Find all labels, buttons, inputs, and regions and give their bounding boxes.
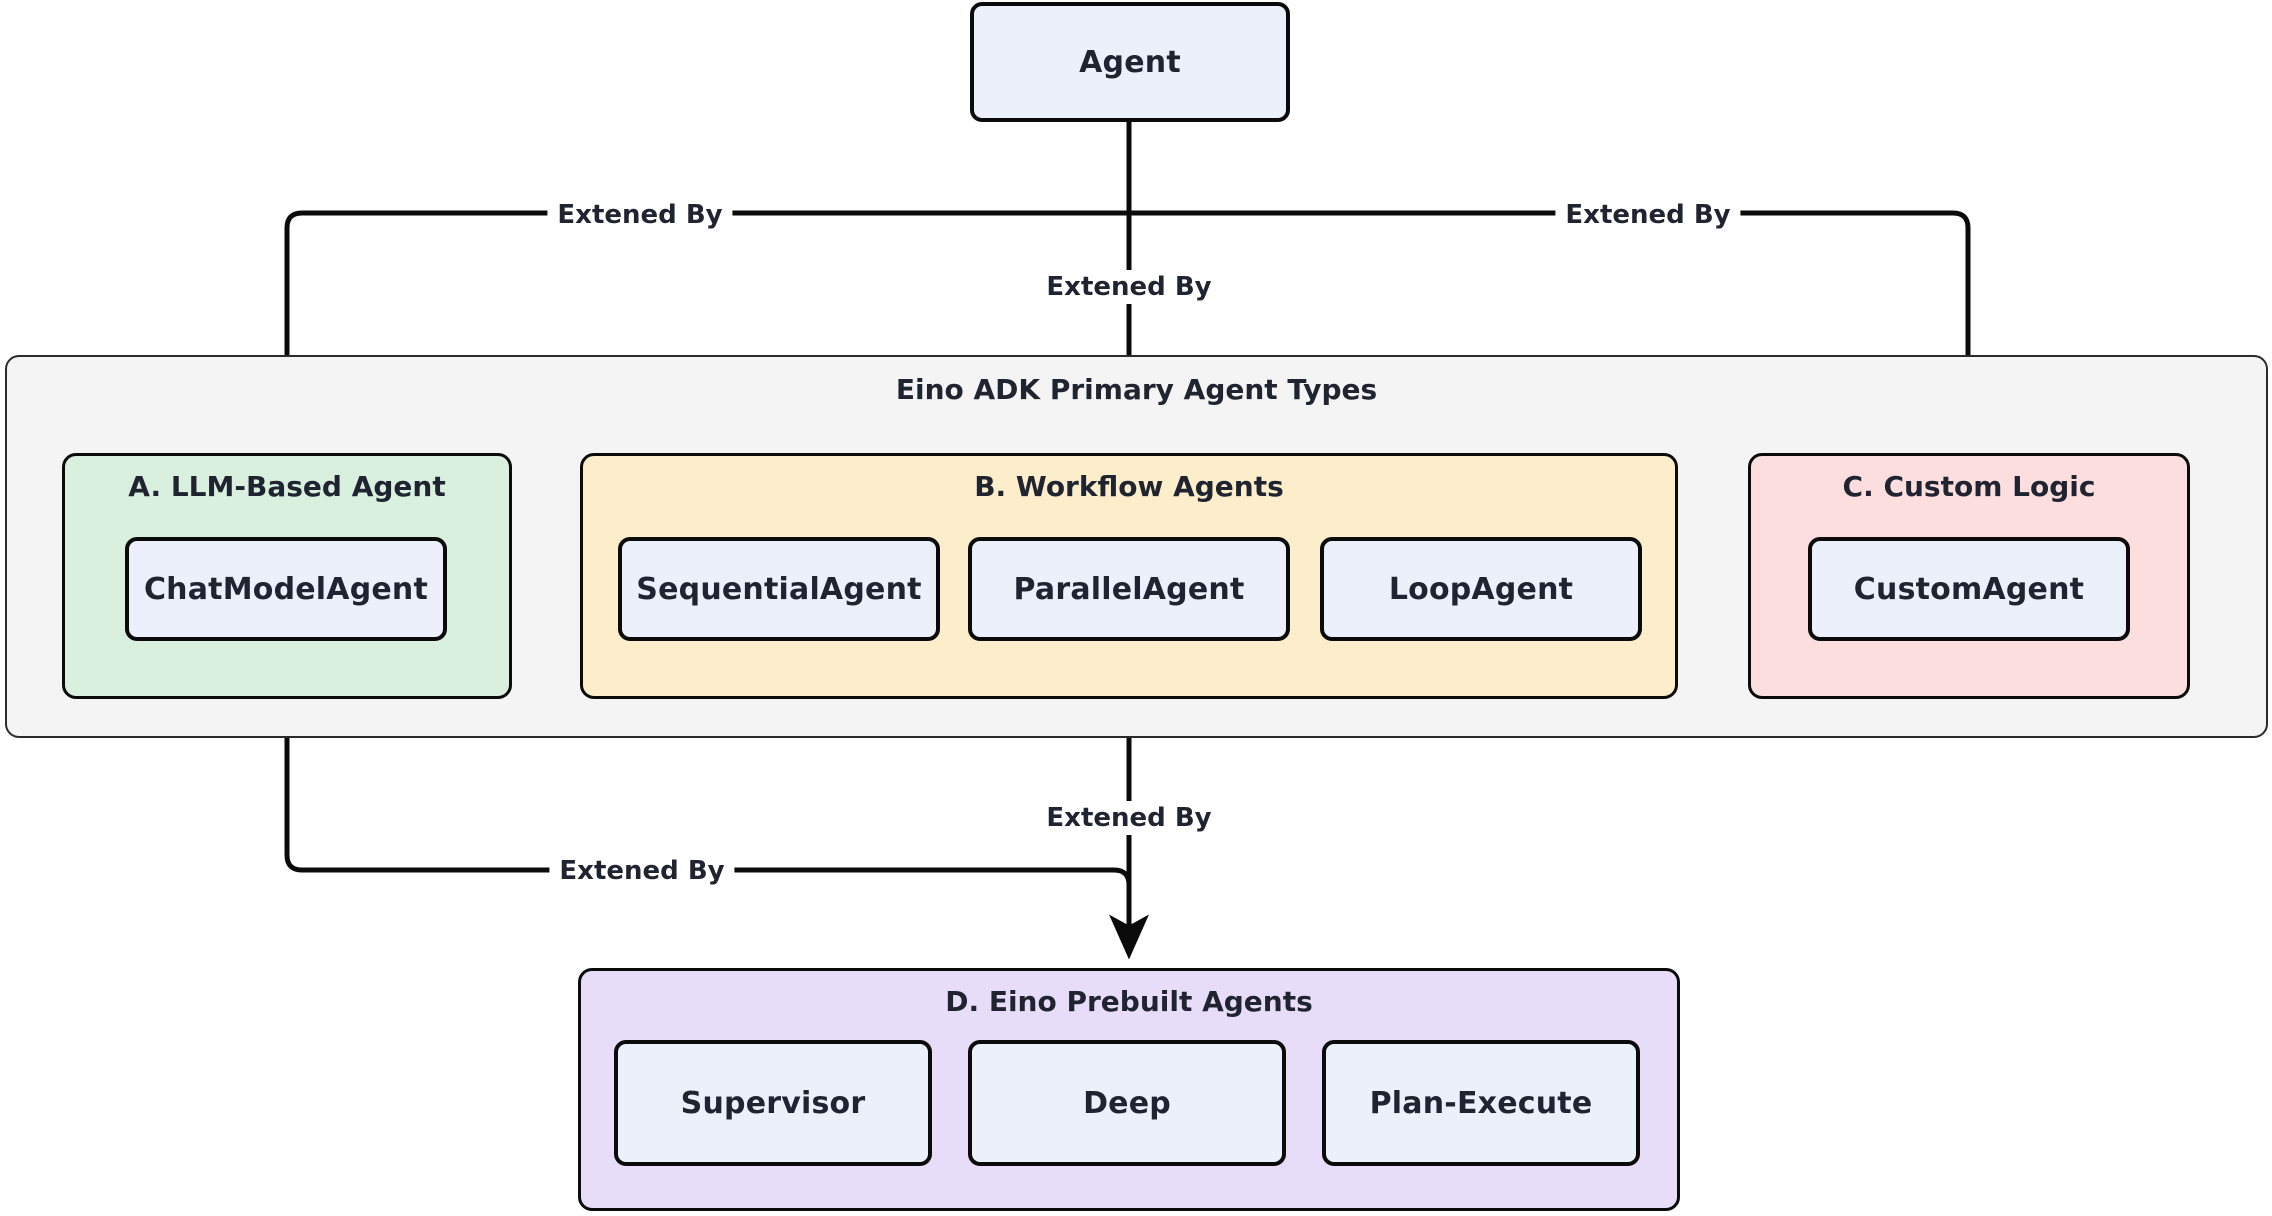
- node-supervisor[interactable]: Supervisor: [614, 1040, 932, 1166]
- node-loop-agent[interactable]: LoopAgent: [1320, 537, 1642, 641]
- node-sequential-agent[interactable]: SequentialAgent: [618, 537, 940, 641]
- node-parallel-agent-label: ParallelAgent: [1013, 571, 1245, 607]
- node-supervisor-label: Supervisor: [680, 1085, 866, 1121]
- node-loop-agent-label: LoopAgent: [1388, 571, 1574, 607]
- edge-label-a-to-d: Extened By: [549, 854, 735, 888]
- cluster-c-title: C. Custom Logic: [1842, 470, 2096, 503]
- node-agent-label: Agent: [1079, 44, 1181, 80]
- edge-label-agent-to-c: Extened By: [1555, 198, 1741, 232]
- edge-a-to-d-join: [1113, 867, 1132, 952]
- cluster-a-title: A. LLM-Based Agent: [128, 470, 446, 503]
- node-parallel-agent[interactable]: ParallelAgent: [968, 537, 1290, 641]
- node-custom-agent[interactable]: CustomAgent: [1808, 537, 2130, 641]
- cluster-b-title: B. Workflow Agents: [974, 470, 1284, 503]
- edge-label-b-to-d: Extened By: [1036, 801, 1222, 835]
- cluster-eino-adk-title: Eino ADK Primary Agent Types: [895, 373, 1378, 406]
- node-deep[interactable]: Deep: [968, 1040, 1286, 1166]
- node-deep-label: Deep: [1083, 1085, 1171, 1121]
- node-custom-agent-label: CustomAgent: [1853, 571, 2085, 607]
- node-agent[interactable]: Agent: [970, 2, 1290, 122]
- node-plan-execute[interactable]: Plan-Execute: [1322, 1040, 1640, 1166]
- edge-label-agent-to-a: Extened By: [547, 198, 733, 232]
- node-chat-model-agent-label: ChatModelAgent: [143, 571, 429, 607]
- cluster-d-title: D. Eino Prebuilt Agents: [945, 985, 1313, 1018]
- node-chat-model-agent[interactable]: ChatModelAgent: [125, 537, 447, 641]
- node-plan-execute-label: Plan-Execute: [1369, 1085, 1593, 1121]
- node-sequential-agent-label: SequentialAgent: [636, 571, 922, 607]
- edge-label-agent-to-b: Extened By: [1036, 270, 1222, 304]
